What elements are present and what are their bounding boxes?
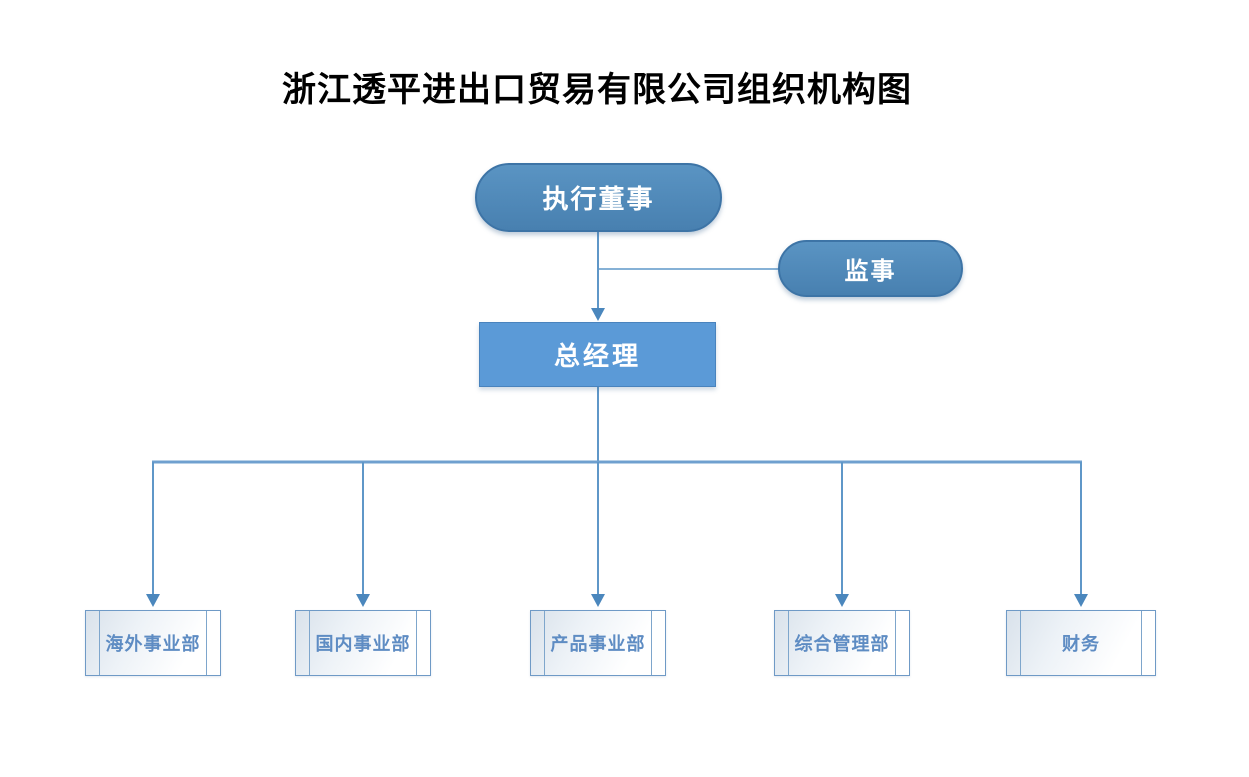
predefined-process-right-bar bbox=[206, 611, 207, 675]
dept-finance-label: 财务 bbox=[1062, 634, 1100, 654]
executive-director-label: 执行董事 bbox=[542, 184, 655, 214]
predefined-process-left-bar bbox=[309, 611, 310, 675]
arrowhead-manager bbox=[591, 308, 605, 321]
node-general-manager: 总经理 bbox=[479, 322, 716, 387]
arrowhead-domestic bbox=[356, 594, 370, 607]
dept-product-label: 产品事业部 bbox=[550, 634, 646, 654]
predefined-process-left-bar bbox=[1020, 611, 1021, 675]
dept-overseas-label: 海外事业部 bbox=[105, 634, 201, 654]
predefined-process-right-bar bbox=[895, 611, 896, 675]
arrowhead-finance bbox=[1074, 594, 1088, 607]
node-dept-finance: 财务 bbox=[1006, 610, 1156, 676]
node-dept-domestic: 国内事业部 bbox=[295, 610, 431, 676]
predefined-process-right-bar bbox=[416, 611, 417, 675]
predefined-process-left-bar bbox=[99, 611, 100, 675]
predefined-process-right-bar bbox=[651, 611, 652, 675]
predefined-process-left-bar bbox=[788, 611, 789, 675]
node-dept-admin: 综合管理部 bbox=[774, 610, 910, 676]
node-dept-product: 产品事业部 bbox=[530, 610, 666, 676]
chart-title: 浙江透平进出口贸易有限公司组织机构图 bbox=[282, 71, 912, 109]
predefined-process-left-bar bbox=[544, 611, 545, 675]
supervisor-label: 监事 bbox=[844, 258, 897, 285]
arrowhead-product bbox=[591, 594, 605, 607]
node-executive-director: 执行董事 bbox=[475, 163, 722, 232]
arrowhead-overseas bbox=[146, 594, 160, 607]
node-dept-overseas: 海外事业部 bbox=[85, 610, 221, 676]
general-manager-label: 总经理 bbox=[553, 341, 641, 371]
arrowhead-admin bbox=[835, 594, 849, 607]
node-supervisor: 监事 bbox=[778, 240, 963, 297]
dept-domestic-label: 国内事业部 bbox=[315, 634, 411, 654]
predefined-process-right-bar bbox=[1141, 611, 1142, 675]
dept-admin-label: 综合管理部 bbox=[794, 634, 890, 654]
